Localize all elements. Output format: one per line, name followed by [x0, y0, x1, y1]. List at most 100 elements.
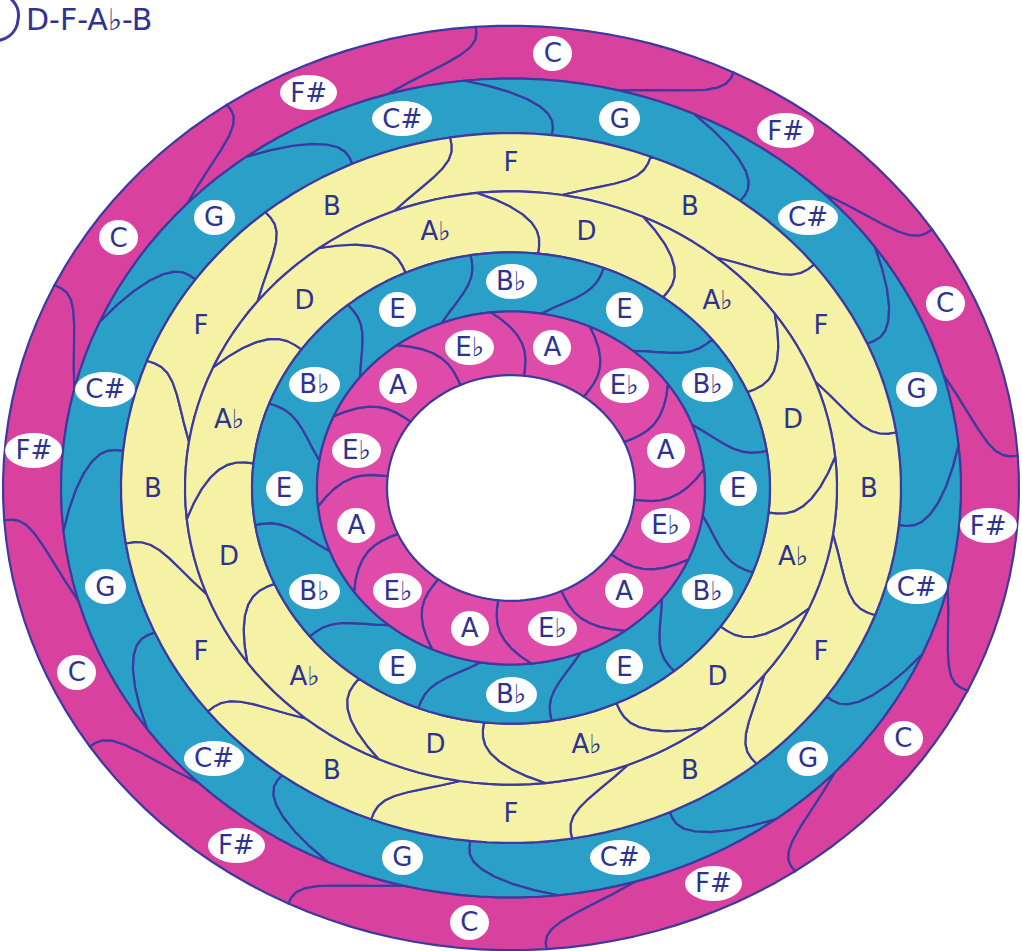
mandala-cell — [611, 470, 705, 570]
note-name: F# — [290, 79, 327, 108]
note-cell: A — [647, 433, 685, 468]
note-name: F — [814, 637, 829, 666]
note-name: C — [68, 658, 86, 687]
note-name: C# — [897, 573, 937, 602]
note-name: A — [615, 577, 633, 606]
note-name: E♭ — [384, 577, 413, 606]
note-cell: B — [855, 472, 883, 505]
note-cell: C# — [590, 840, 650, 875]
note-name: F# — [767, 117, 804, 146]
note-name: G — [392, 843, 412, 872]
note-cell: F — [809, 309, 834, 342]
note-name: E♭ — [455, 333, 484, 362]
note-cell: E — [379, 292, 416, 327]
note-name: A♭ — [702, 286, 732, 315]
note-cell: E — [606, 292, 643, 327]
note-name: D — [425, 730, 445, 759]
note-cell: A♭ — [284, 659, 325, 692]
note-name: B♭ — [299, 577, 329, 606]
note-name: B♭ — [299, 370, 329, 399]
note-cell: C — [99, 220, 138, 255]
note-cell: F — [188, 634, 213, 667]
note-name: B♭ — [496, 680, 526, 709]
note-cell: C# — [372, 101, 432, 136]
note-cell: C# — [184, 741, 244, 776]
note-name: D — [219, 542, 239, 571]
note-cell: F# — [757, 113, 814, 148]
note-name: F — [193, 637, 208, 666]
note-cell: A♭ — [697, 284, 738, 317]
note-cell: B♭ — [289, 574, 340, 609]
note-cell: E♭ — [445, 330, 494, 365]
note-name: C# — [85, 375, 125, 404]
note-cell: G — [85, 569, 126, 604]
note-name: E♭ — [342, 436, 371, 465]
note-name: E — [389, 295, 405, 324]
note-cell: C — [926, 286, 965, 321]
note-name: A — [657, 436, 675, 465]
note-cell: A — [605, 573, 643, 608]
note-name: C — [544, 39, 562, 68]
note-cell: A♭ — [415, 215, 456, 248]
note-name: D — [707, 662, 727, 691]
note-name: G — [95, 573, 115, 602]
note-cell: C# — [75, 372, 135, 407]
note-cell: B♭ — [289, 367, 340, 402]
note-name: E — [276, 474, 292, 503]
note-name: F — [814, 311, 829, 340]
note-name: A — [389, 371, 407, 400]
note-name: G — [610, 105, 630, 134]
note-name: C — [110, 224, 128, 253]
note-name: F# — [695, 869, 732, 898]
note-name: C — [460, 908, 478, 937]
note-name: B — [681, 756, 699, 785]
note-name: E — [389, 653, 405, 682]
note-cell: G — [194, 200, 235, 235]
note-name: C# — [600, 843, 640, 872]
note-cell: D — [289, 284, 320, 317]
note-cell: A♭ — [773, 540, 814, 573]
note-cell: C# — [778, 200, 838, 235]
note-cell: D — [420, 728, 451, 761]
note-cell: A♭ — [566, 728, 607, 761]
note-name: B♭ — [693, 370, 723, 399]
note-name: F — [504, 799, 519, 828]
note-name: A♭ — [572, 730, 602, 759]
note-cell: F — [499, 797, 524, 830]
note-cell: E — [606, 649, 643, 684]
note-cell: A — [451, 611, 489, 646]
note-cell: F — [188, 309, 213, 342]
note-name: E — [616, 653, 632, 682]
note-name: F — [193, 311, 208, 340]
note-name: F# — [218, 831, 255, 860]
note-name: A — [544, 333, 562, 362]
note-name: B — [323, 192, 341, 221]
note-cell: F# — [960, 508, 1017, 543]
note-cell: G — [787, 741, 828, 776]
note-cell: E♭ — [373, 573, 422, 608]
note-name: B — [860, 474, 878, 503]
note-name: A♭ — [778, 542, 808, 571]
note-cell: A — [533, 330, 571, 365]
note-cell: A — [379, 368, 417, 403]
note-cell: F# — [685, 866, 742, 901]
note-name: A♭ — [420, 217, 450, 246]
note-name: B — [323, 756, 341, 785]
note-name: A♭ — [289, 662, 319, 691]
note-cell: F# — [280, 75, 337, 110]
note-cell: F — [809, 634, 834, 667]
mandala-cell — [317, 407, 411, 507]
note-name: D — [783, 405, 803, 434]
note-cell: F — [499, 146, 524, 179]
note-cell: C — [884, 721, 923, 756]
note-name: E♭ — [651, 511, 680, 540]
note-name: C — [936, 289, 954, 318]
note-cell: C# — [887, 569, 947, 604]
note-name: C# — [194, 744, 234, 773]
note-cell: A♭ — [208, 403, 249, 436]
note-cell: D — [778, 403, 809, 436]
note-name: B♭ — [496, 267, 526, 296]
note-name: F — [504, 148, 519, 177]
note-name: E — [730, 474, 746, 503]
note-cell: F# — [208, 828, 265, 863]
